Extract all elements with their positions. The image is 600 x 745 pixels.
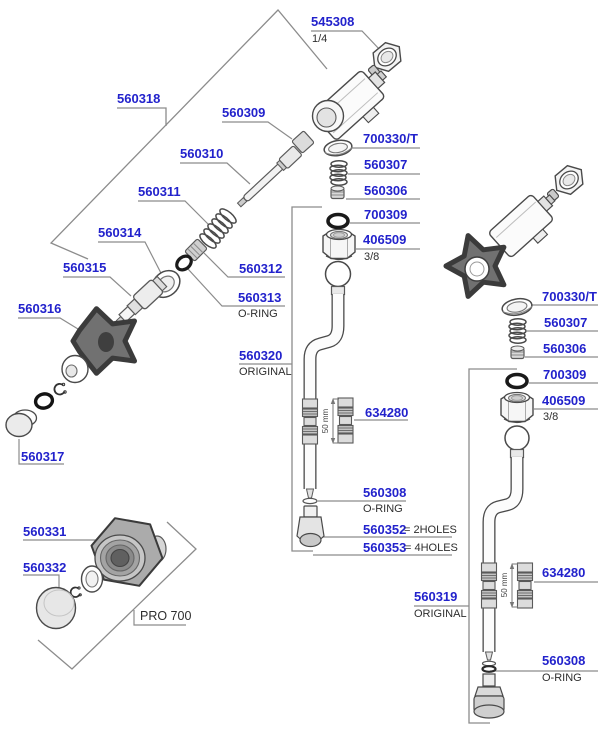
- o-ring-label-560308-right: O-RING: [542, 672, 582, 684]
- part-number-560306-left[interactable]: 560306: [364, 183, 408, 198]
- gasket-700330t-left-drawing: [323, 139, 353, 157]
- cap-560317-drawing: [5, 409, 38, 438]
- part-number-406509-left[interactable]: 406509: [363, 232, 407, 247]
- dimension-50mm-center-text: 50 mm: [321, 408, 330, 433]
- part-number-560307-left[interactable]: 560307: [364, 157, 408, 172]
- o-ring-560308-center-drawing: [302, 497, 318, 505]
- part-number-560308-right[interactable]: 560308: [542, 653, 586, 668]
- nut-406509-right-drawing: [500, 391, 534, 424]
- part-number-560315[interactable]: 560315: [63, 260, 107, 275]
- nut-406509-left-drawing: [322, 228, 356, 261]
- part-number-700309-right[interactable]: 700309: [543, 367, 587, 382]
- star-knob-560316-drawing: [70, 306, 137, 376]
- part-number-560317[interactable]: 560317: [21, 449, 65, 464]
- star-knob-right-drawing: [443, 233, 507, 299]
- part-number-560308-center[interactable]: 560308: [363, 485, 407, 500]
- knob-washer-drawing: [61, 354, 89, 384]
- part-number-406509-right[interactable]: 406509: [542, 393, 586, 408]
- grip-sleeve-634280-right-drawing: [516, 562, 534, 609]
- plug-560309-drawing: [291, 130, 315, 154]
- o-ring-700309-right-drawing: [505, 372, 529, 390]
- knob-washer-bottom-drawing: [80, 565, 104, 593]
- original-label-560320: ORIGINAL: [239, 366, 292, 378]
- part-number-700330t-right[interactable]: 700330/T: [542, 289, 597, 304]
- part-number-560309[interactable]: 560309: [222, 105, 266, 120]
- stem-560315-drawing: [115, 275, 168, 325]
- o-ring-560308-right-drawing: [481, 660, 497, 673]
- wand-560319-drawing: [480, 425, 530, 661]
- valve-body-right-drawing: [489, 194, 556, 258]
- part-number-560313[interactable]: 560313: [238, 290, 282, 305]
- dimension-50mm-right: [509, 563, 518, 608]
- assembly-bracket-lines: [37, 9, 517, 724]
- size-label-three-eighths-left: 3/8: [364, 251, 380, 263]
- part-number-560307-right[interactable]: 560307: [544, 315, 588, 330]
- seat-560306-right-drawing: [510, 345, 525, 360]
- part-number-560320[interactable]: 560320: [239, 348, 283, 363]
- part-number-560318[interactable]: 560318: [117, 91, 161, 106]
- part-number-560332[interactable]: 560332: [23, 560, 67, 575]
- knob-560331-drawing: [90, 517, 167, 587]
- hex-nut-right-drawing: [554, 164, 584, 196]
- o-ring-700309-left-drawing: [326, 212, 350, 230]
- part-number-560316[interactable]: 560316: [18, 301, 62, 316]
- spring-560307-left-drawing: [329, 160, 348, 186]
- part-number-560352[interactable]: 560352: [363, 522, 407, 537]
- spring-560307-right-drawing: [508, 318, 527, 344]
- label-leader-lines: [18, 30, 598, 672]
- part-number-634280-right[interactable]: 634280: [542, 565, 586, 580]
- part-number-560331[interactable]: 560331: [23, 524, 67, 539]
- part-number-560311[interactable]: 560311: [138, 184, 181, 199]
- part-number-700309-left[interactable]: 700309: [364, 207, 408, 222]
- valve-body-drawing: [311, 70, 388, 140]
- disc-560332-drawing: [35, 586, 77, 630]
- o-ring-560313-drawing: [175, 254, 193, 272]
- gasket-700330t-right-drawing: [501, 297, 533, 317]
- retaining-clip-drawing: [53, 382, 67, 396]
- part-number-560314[interactable]: 560314: [98, 225, 142, 240]
- wand-560320-drawing: [301, 260, 352, 499]
- part-number-560310[interactable]: 560310: [180, 146, 224, 161]
- size-label-three-eighths-right: 3/8: [543, 411, 559, 423]
- o-ring-drawing: [33, 392, 55, 410]
- steam-tip-right-drawing: [473, 673, 505, 719]
- rod-560310-drawing: [236, 145, 302, 208]
- part-number-560353[interactable]: 560353: [363, 540, 407, 555]
- part-number-560306-right[interactable]: 560306: [543, 341, 587, 356]
- original-label-560319: ORIGINAL: [414, 608, 467, 620]
- model-label-pro700: PRO 700: [140, 609, 192, 623]
- part-number-560312[interactable]: 560312: [239, 261, 283, 276]
- part-number-700330t-left[interactable]: 700330/T: [363, 131, 418, 146]
- seat-560306-left-drawing: [330, 185, 345, 200]
- part-number-634280-center[interactable]: 634280: [365, 405, 409, 420]
- size-label-quarter-inch: 1/4: [312, 33, 328, 45]
- o-ring-label-560308-center: O-RING: [363, 503, 403, 515]
- steam-tip-560352-drawing: [296, 505, 325, 548]
- holes-label-560353: = 4HOLES: [405, 542, 458, 554]
- spring-560311-drawing: [199, 208, 237, 249]
- grip-sleeve-634280-center-drawing: [337, 397, 354, 444]
- part-number-560319[interactable]: 560319: [414, 589, 458, 604]
- dimension-50mm-right-text: 50 mm: [500, 572, 509, 597]
- part-number-545308[interactable]: 545308: [311, 14, 355, 29]
- dimension-50mm-center: [330, 398, 339, 444]
- hex-nut-545308-drawing: [372, 41, 402, 73]
- retaining-clip-bottom-drawing: [69, 586, 82, 598]
- o-ring-label-560313: O-RING: [238, 308, 278, 320]
- holes-label-560352: = 2HOLES: [404, 524, 457, 536]
